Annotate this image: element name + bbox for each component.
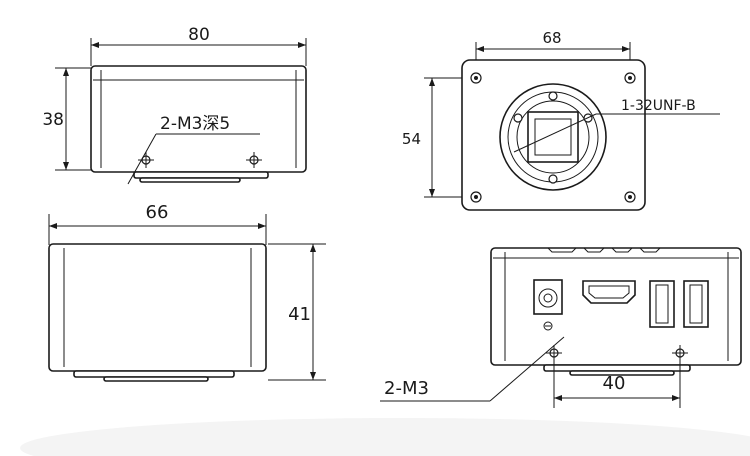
camera-body-outline xyxy=(48,243,267,372)
lens-mount-inner xyxy=(516,100,590,174)
arrowhead xyxy=(298,42,306,48)
dc-power-jack xyxy=(533,279,563,315)
dc-jack-pin xyxy=(543,293,553,303)
usb-port-2-tongue xyxy=(689,284,703,324)
callout-label-32unf: 1-32UNF-B xyxy=(621,98,696,114)
hdmi-port xyxy=(582,280,636,304)
view-rear-panel: 40 2-M3 xyxy=(380,247,742,408)
arrowhead xyxy=(622,46,630,52)
usb-port-2 xyxy=(683,280,709,328)
dimension-label-41: 41 xyxy=(288,304,311,325)
callout-leader xyxy=(127,133,157,185)
arrowhead xyxy=(672,395,680,401)
dimension-label-66: 66 xyxy=(146,202,169,223)
sensor-outer xyxy=(527,111,579,163)
sensor-inner xyxy=(534,118,572,156)
corner-hole-center xyxy=(628,195,632,199)
arrowhead xyxy=(429,189,435,197)
arrowhead xyxy=(91,42,99,48)
mount-screw xyxy=(548,91,558,101)
dimension-label-54: 54 xyxy=(402,130,421,148)
arrowhead xyxy=(63,162,69,170)
corner-hole-center xyxy=(628,76,632,80)
arrowhead xyxy=(476,46,484,52)
arrowhead xyxy=(310,244,316,252)
base-plate xyxy=(133,171,269,179)
arrowhead xyxy=(258,223,266,229)
view-side-bottom: 66 41 xyxy=(48,202,326,382)
dc-jack-ring xyxy=(538,288,558,308)
dimension-label-68: 68 xyxy=(542,29,561,47)
dimension-label-40: 40 xyxy=(603,373,626,394)
base-plate xyxy=(543,364,691,372)
base-foot xyxy=(103,376,209,382)
dimension-label-38: 38 xyxy=(42,110,64,130)
base-plate xyxy=(73,370,235,378)
callout-label-2-m3-depth5: 2-M3深5 xyxy=(160,114,230,134)
callout-leader xyxy=(489,336,565,402)
hdmi-port-inner xyxy=(588,285,630,299)
view-side-top: 80 38 2-M3深5 xyxy=(42,25,307,185)
corner-hole-center xyxy=(474,195,478,199)
dimension-label-80: 80 xyxy=(188,25,210,45)
arrowhead xyxy=(49,223,57,229)
arrowhead xyxy=(554,395,562,401)
mount-screw xyxy=(548,174,558,184)
corner-hole-center xyxy=(474,76,478,80)
mount-screw xyxy=(513,113,523,123)
status-led xyxy=(543,321,553,331)
heatsink-fins xyxy=(547,247,661,253)
usb-port-1 xyxy=(649,280,675,328)
arrowhead xyxy=(63,68,69,76)
callout-leader xyxy=(513,113,597,153)
usb-port-1-tongue xyxy=(655,284,669,324)
callout-label-2-m3: 2-M3 xyxy=(384,378,429,399)
arrowhead xyxy=(310,372,316,380)
base-foot xyxy=(569,370,675,376)
base-foot xyxy=(139,177,241,183)
view-front-face: 68 54 1-32UNF-B xyxy=(402,29,720,211)
arrowhead xyxy=(429,78,435,86)
bottom-shade xyxy=(20,418,750,456)
